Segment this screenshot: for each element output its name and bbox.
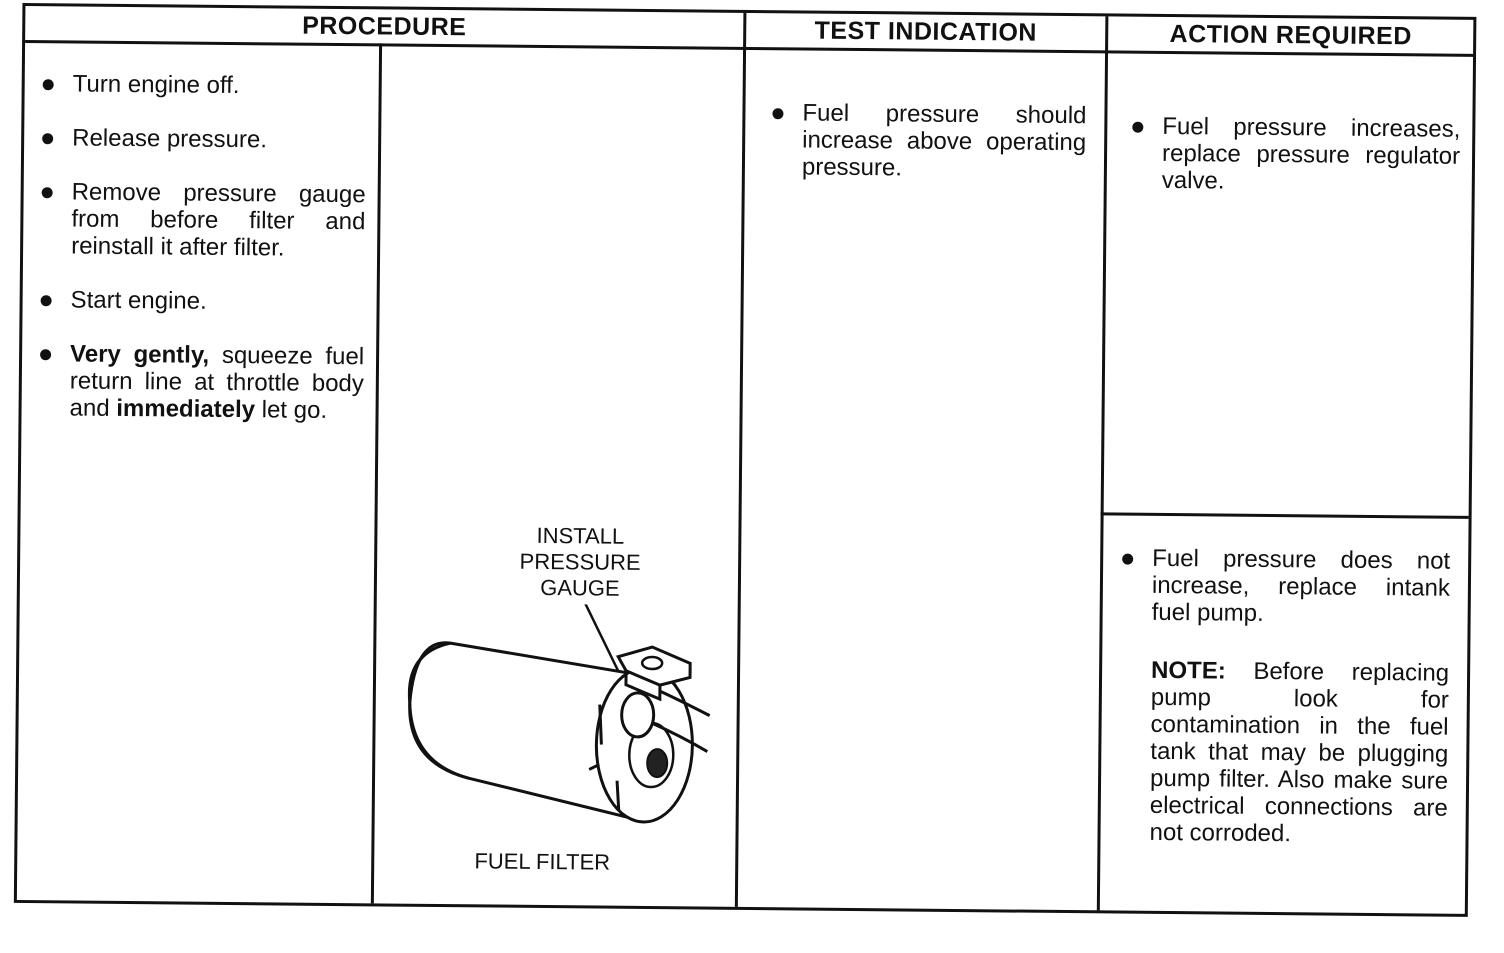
header-action-required: ACTION REQUIRED [1169, 19, 1412, 51]
emphasis-immediately: immediately [116, 394, 256, 424]
procedure-step: Start engine. [39, 286, 365, 316]
action-item-regulator: Fuel pressure increases, replace pressur… [1130, 113, 1461, 197]
divider-test-action [1096, 16, 1109, 911]
note-label: NOTE: [1150, 656, 1226, 685]
note-text: Before replacing pump look for contamina… [1149, 657, 1450, 848]
procedure-step: Remove pressure gauge from before filter… [39, 178, 366, 262]
label-line: INSTALL [536, 522, 625, 549]
step-text: let go. [254, 396, 328, 424]
divider-procedure-figure [370, 43, 383, 904]
label-line: GAUGE [540, 574, 620, 601]
procedure-step: Turn engine off. [41, 70, 367, 100]
divider-procedure-test [734, 12, 747, 907]
figure-label-fuel-filter: FUEL FILTER [474, 848, 611, 875]
emphasis-very-gently: Very gently, [69, 340, 210, 369]
procedure-step: Release pressure. [40, 124, 366, 154]
test-indication-item: Fuel pressure should increase above oper… [770, 99, 1087, 183]
action-top-list: Fuel pressure increases, replace pressur… [1129, 113, 1461, 224]
procedure-table: PROCEDURE TEST INDICATION ACTION REQUIRE… [13, 2, 1477, 917]
divider-action-rows [1100, 512, 1469, 519]
label-line: PRESSURE [519, 548, 641, 575]
procedure-step-squeeze: Very gently, squeeze fuel return line at… [37, 340, 364, 424]
action-bottom-list: Fuel pressure does not increase, replace… [1119, 545, 1451, 656]
test-indication-list: Fuel pressure should increase above oper… [770, 99, 1087, 210]
figure-label-install-gauge: INSTALL PRESSURE GAUGE [500, 523, 661, 603]
procedure-list: Turn engine off. Release pressure. Remov… [37, 70, 367, 451]
header-test-indication: TEST INDICATION [814, 16, 1038, 47]
header-procedure: PROCEDURE [302, 11, 467, 42]
action-item-fuel-pump: Fuel pressure does not increase, replace… [1120, 545, 1451, 629]
note-block: NOTE: Before replacing pump look for con… [1149, 657, 1449, 849]
fuel-filter-illustration [407, 602, 711, 824]
